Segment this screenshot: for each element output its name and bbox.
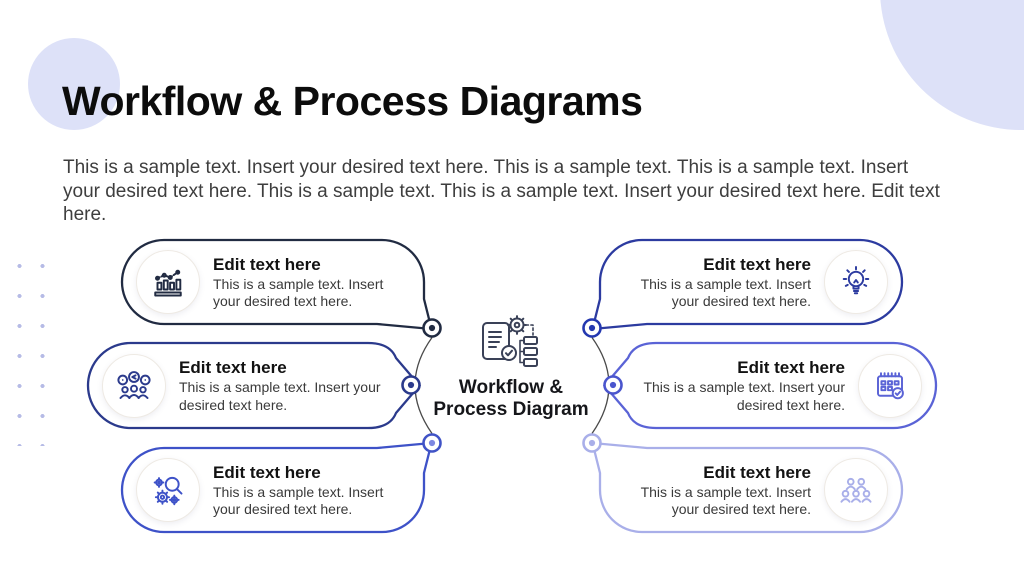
bar-chart-icon xyxy=(154,269,182,297)
workflow-document-icon xyxy=(482,315,538,367)
card-body: This is a sample text. Insert your desir… xyxy=(213,275,384,310)
card-bubble-right-2[interactable] xyxy=(602,341,938,430)
center-label: Workflow & Process Diagram xyxy=(415,377,607,420)
card-body: This is a sample text. Insert your desir… xyxy=(213,483,384,518)
connector-node-right-middle xyxy=(603,375,623,395)
icon-circle xyxy=(136,458,200,522)
slide-intro[interactable]: This is a sample text. Insert your desir… xyxy=(63,157,940,225)
icon-circle xyxy=(824,250,888,314)
connector-node-left-middle xyxy=(401,375,421,395)
connector-node-right-bottom xyxy=(582,433,602,453)
lightbulb-icon xyxy=(842,266,870,295)
card-left-3[interactable]: Edit text here This is a sample text. In… xyxy=(122,448,424,532)
icon-circle xyxy=(102,353,166,418)
card-body: This is a sample text. Insert your desir… xyxy=(640,275,811,310)
icon-circle xyxy=(858,353,922,418)
slide-title[interactable]: Workflow & Process Diagrams xyxy=(62,78,643,124)
team-share-icon xyxy=(117,370,151,399)
decor-dot-grid xyxy=(2,244,48,446)
card-title: Edit text here xyxy=(213,254,321,274)
connector-node-left-bottom xyxy=(422,433,442,453)
card-bubble-right-1[interactable] xyxy=(590,238,904,331)
icon-circle xyxy=(136,250,200,314)
card-bubble-right-3[interactable] xyxy=(590,441,904,534)
card-body: This is a sample text. Insert your desir… xyxy=(643,379,845,413)
connector-node-left-top xyxy=(422,318,442,338)
team-icon xyxy=(840,477,872,503)
card-left-2[interactable]: Edit text here This is a sample text. In… xyxy=(88,343,396,428)
calendar-check-icon xyxy=(877,371,904,399)
card-title: Edit text here xyxy=(737,358,845,377)
card-right-2[interactable]: Edit text here This is a sample text. In… xyxy=(628,343,936,428)
card-right-3[interactable]: Edit text here This is a sample text. In… xyxy=(600,448,902,532)
center-label-line2: Process Diagram xyxy=(433,398,589,420)
card-right-1[interactable]: Edit text here This is a sample text. In… xyxy=(600,240,902,324)
decor-circle-top-left xyxy=(28,38,120,130)
icon-circle xyxy=(824,458,888,522)
card-title: Edit text here xyxy=(703,254,811,274)
card-body: This is a sample text. Insert your desir… xyxy=(179,379,381,413)
card-title: Edit text here xyxy=(179,358,287,377)
card-left-1[interactable]: Edit text here This is a sample text. In… xyxy=(122,240,424,324)
card-bubble-left-2[interactable] xyxy=(86,341,422,430)
connector-node-right-top xyxy=(582,318,602,338)
center-label-line1: Workflow & xyxy=(458,377,564,398)
card-body: This is a sample text. Insert your desir… xyxy=(640,483,811,518)
card-title: Edit text here xyxy=(703,462,811,482)
card-bubble-left-3[interactable] xyxy=(120,441,434,534)
card-title: Edit text here xyxy=(213,462,321,482)
card-bubble-left-1[interactable] xyxy=(120,238,434,331)
gears-search-icon xyxy=(153,476,183,506)
